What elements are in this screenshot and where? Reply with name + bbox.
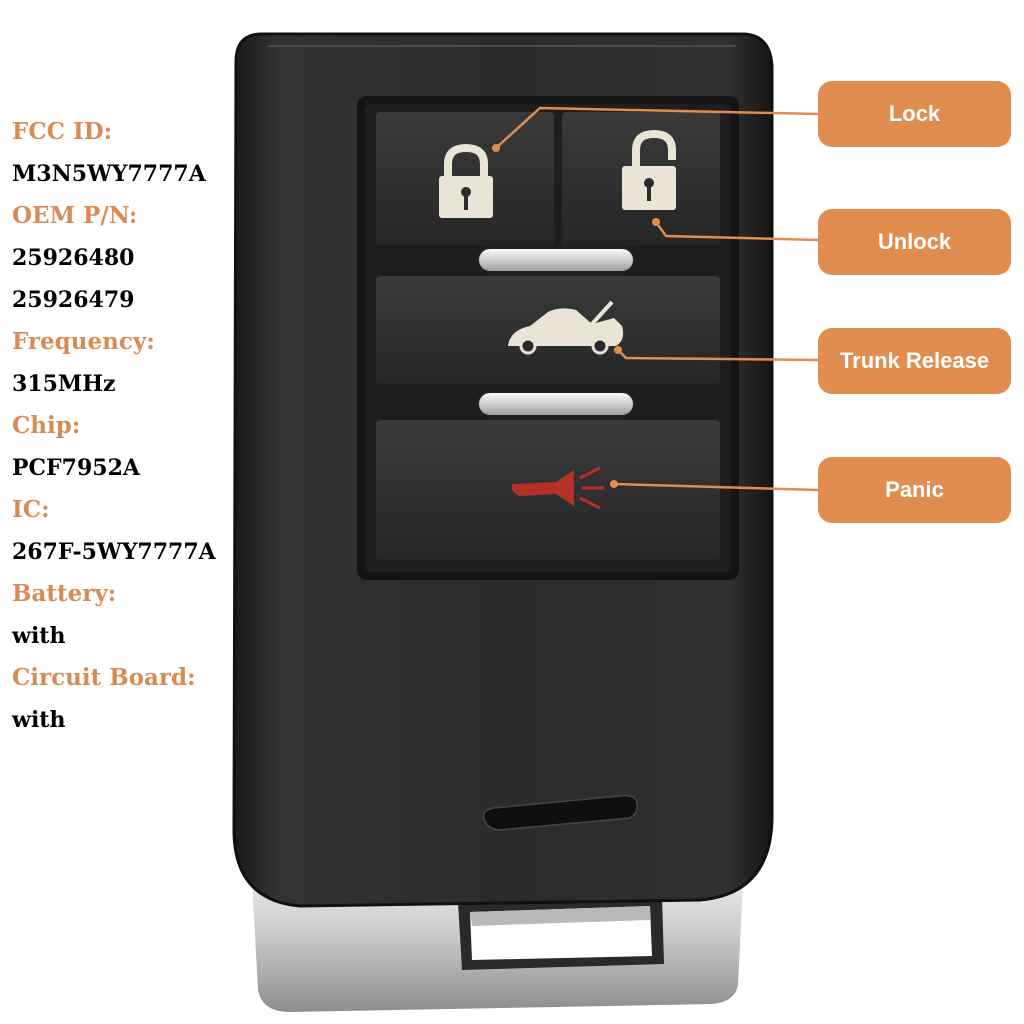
- divider-ridge: [477, 391, 635, 417]
- trunk-release-button[interactable]: [376, 276, 720, 384]
- spec-value-frequency: 315MHz: [12, 371, 116, 397]
- spec-value-chip: PCF7952A: [12, 455, 140, 481]
- callout-trunk-release: Trunk Release: [818, 328, 1011, 394]
- unlock-button[interactable]: [562, 112, 720, 246]
- lock-button[interactable]: [376, 112, 554, 246]
- spec-value-ic: 267F-5WY7777A: [12, 539, 216, 565]
- callout-panic: Panic: [818, 457, 1011, 523]
- padlock-closed-icon: [439, 143, 493, 218]
- callout-lock: Lock: [818, 81, 1011, 147]
- spec-label-frequency: Frequency:: [12, 328, 155, 355]
- padlock-open-icon: [622, 129, 676, 210]
- panic-button[interactable]: [376, 420, 720, 560]
- divider-ridge: [477, 247, 635, 273]
- release-slot: [482, 794, 638, 831]
- spec-value-battery: with: [12, 623, 66, 649]
- car-trunk-icon: [508, 300, 624, 355]
- spec-value-circuit-board: with: [12, 707, 66, 733]
- spec-label-circuit-board: Circuit Board:: [12, 664, 196, 691]
- spec-value-oem-pn-1: 25926480: [12, 245, 135, 271]
- spec-value-oem-pn-2: 25926479: [12, 287, 135, 313]
- spec-list: FCC ID: M3N5WY7777A OEM P/N: 25926480 25…: [12, 118, 242, 748]
- spec-label-fcc-id: FCC ID:: [12, 118, 113, 145]
- spec-label-oem-pn: OEM P/N:: [12, 202, 138, 229]
- horn-panic-icon: [511, 466, 604, 510]
- spec-value-fcc-id: M3N5WY7777A: [12, 161, 206, 187]
- callout-unlock: Unlock: [818, 209, 1011, 275]
- spec-label-ic: IC:: [12, 496, 50, 523]
- spec-label-battery: Battery:: [12, 580, 117, 607]
- spec-label-chip: Chip:: [12, 412, 81, 439]
